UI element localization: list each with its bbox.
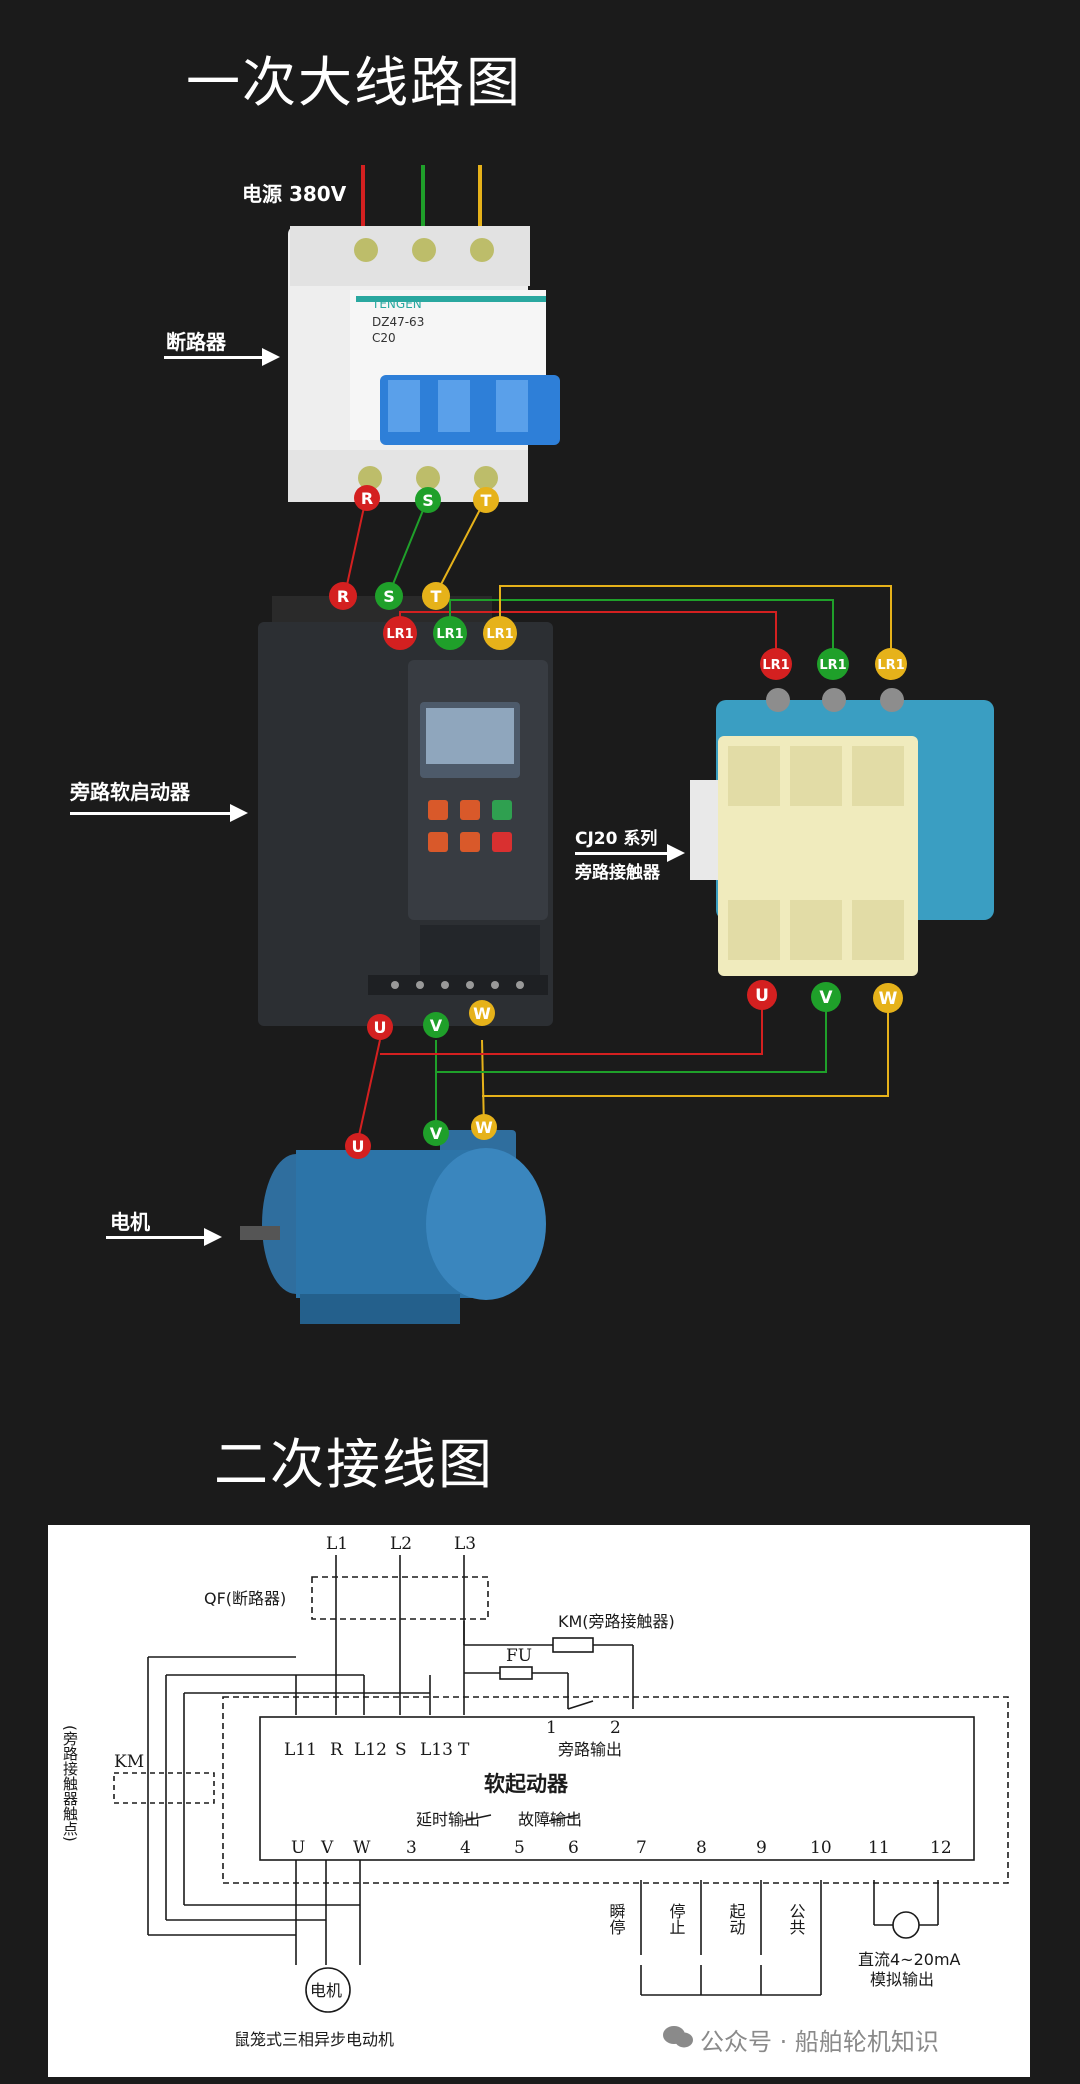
breaker-arrow: [164, 348, 280, 366]
soft-starter-label: 旁路软启动器: [70, 780, 190, 804]
line-l3: L3: [454, 1534, 476, 1554]
term-r: R: [330, 1740, 344, 1760]
badge-w: W: [473, 1004, 491, 1023]
breaker-brand: TENGEN: [371, 297, 422, 311]
ctrl-start: 起动: [727, 1903, 746, 1935]
bt-7: 7: [636, 1838, 647, 1858]
badge-lr1-e: LR1: [819, 658, 846, 673]
analog-label-1: 直流4~20mA: [858, 1950, 961, 1969]
bt-v: V: [320, 1838, 334, 1858]
term-s: S: [395, 1740, 407, 1760]
contactor-name-label: 旁路接触器: [575, 863, 660, 883]
badge-u-contactor: U: [755, 986, 769, 1006]
badge-t: T: [431, 587, 442, 606]
qf-label: QF(断路器): [204, 1589, 286, 1608]
motor-caption: 鼠笼式三相异步电动机: [234, 2030, 394, 2049]
bt-8: 8: [696, 1838, 707, 1858]
badge-lr1-b: LR1: [436, 627, 463, 642]
schematic-motor-label: 电机: [310, 1981, 342, 2000]
starter-bypass-badges: LR1 LR1 LR1: [383, 616, 517, 650]
circuit-breaker: [288, 226, 560, 502]
term-l12: L12: [354, 1740, 387, 1760]
soft-starter-device: [258, 596, 553, 1026]
delay-out-label: 延时输出: [416, 1810, 480, 1829]
bypass-term-2: 2: [610, 1718, 621, 1738]
term-l11: L11: [284, 1740, 317, 1760]
badge-s: S: [383, 587, 395, 606]
bt-6: 6: [568, 1838, 579, 1858]
badge-r: R: [337, 587, 349, 606]
badge-lr1-a: LR1: [386, 627, 413, 642]
bt-u: U: [291, 1838, 305, 1858]
primary-wiring-illustration: TENGEN DZ47-63 C20: [240, 165, 994, 1324]
badge-u: U: [374, 1018, 387, 1037]
badge-r-top: R: [361, 489, 373, 508]
bt-9: 9: [756, 1838, 767, 1858]
bypass-out-label: 旁路输出: [558, 1740, 622, 1759]
bt-11: 11: [868, 1838, 890, 1858]
contactor-input-badges: LR1 LR1 LR1: [760, 648, 907, 680]
bt-5: 5: [514, 1838, 525, 1858]
badge-s-top: S: [422, 491, 434, 510]
fault-out-label: 故障输出: [518, 1810, 582, 1829]
motor-label: 电机: [110, 1210, 150, 1234]
power-label: 电源 380V: [242, 182, 347, 206]
motor-input-badges: U V W: [345, 1114, 497, 1159]
badge-w-motor: W: [475, 1118, 493, 1137]
bypass-term-1: 1: [546, 1718, 557, 1738]
bt-4: 4: [460, 1838, 471, 1858]
badge-t-top: T: [481, 491, 492, 510]
km-coil-label: KM(旁路接触器): [558, 1612, 675, 1631]
km-side-label: (旁路接触器触点): [61, 1725, 79, 1842]
wechat-icon: [663, 2026, 693, 2048]
term-l13: L13: [420, 1740, 453, 1760]
badge-u-motor: U: [352, 1137, 365, 1156]
bypass-contactor-device: [690, 688, 994, 976]
primary-title: 一次大线路图: [186, 51, 522, 114]
badge-v-motor: V: [430, 1124, 443, 1143]
breaker-model: DZ47-63: [372, 315, 424, 329]
breaker-output-badges: R S T: [354, 485, 499, 513]
ctrl-stop: 停止: [667, 1903, 686, 1935]
secondary-wiring-schematic: L1 L2 L3 QF(断路器) KM(旁路接触器) FU KM (旁路接触器触…: [48, 1525, 1030, 2077]
secondary-title: 二次接线图: [214, 1433, 494, 1496]
watermark-text: 公众号 · 船舶轮机知识: [700, 2028, 939, 2056]
bt-3: 3: [406, 1838, 417, 1858]
km-contact-label: KM: [114, 1752, 144, 1772]
bt-12: 12: [930, 1838, 952, 1858]
badge-v-contactor: V: [819, 988, 833, 1008]
motor-arrow: [106, 1228, 222, 1246]
contactor-output-badges: U V W: [747, 980, 903, 1013]
badge-lr1-d: LR1: [762, 658, 789, 673]
breaker-label: 断路器: [166, 330, 226, 354]
soft-starter-arrow: [70, 804, 248, 822]
badge-lr1-c: LR1: [486, 627, 513, 642]
line-l2: L2: [390, 1534, 412, 1554]
breaker-rating: C20: [372, 331, 396, 345]
schematic-drawing: L1 L2 L3 QF(断路器) KM(旁路接触器) FU KM (旁路接触器触…: [61, 1534, 1009, 2049]
ctrl-instant-stop: 瞬停: [607, 1903, 626, 1936]
motor-device: [240, 1130, 546, 1324]
term-t: T: [458, 1740, 470, 1760]
line-l1: L1: [326, 1534, 348, 1554]
badge-lr1-f: LR1: [877, 658, 904, 673]
fu-label: FU: [506, 1646, 532, 1666]
bt-w: W: [353, 1838, 371, 1858]
badge-w-contactor: W: [879, 989, 898, 1009]
analog-label-2: 模拟输出: [870, 1970, 934, 1989]
contactor-arrow: [575, 844, 685, 862]
bt-10: 10: [810, 1838, 832, 1858]
starter-output-badges: U V W: [367, 1000, 495, 1040]
starter-label: 软起动器: [484, 1772, 569, 1796]
contactor-series-label: CJ20 系列: [575, 829, 658, 849]
starter-input-badges: R S T: [329, 582, 450, 610]
badge-v: V: [430, 1016, 443, 1035]
ctrl-common: 公共: [787, 1903, 806, 1935]
